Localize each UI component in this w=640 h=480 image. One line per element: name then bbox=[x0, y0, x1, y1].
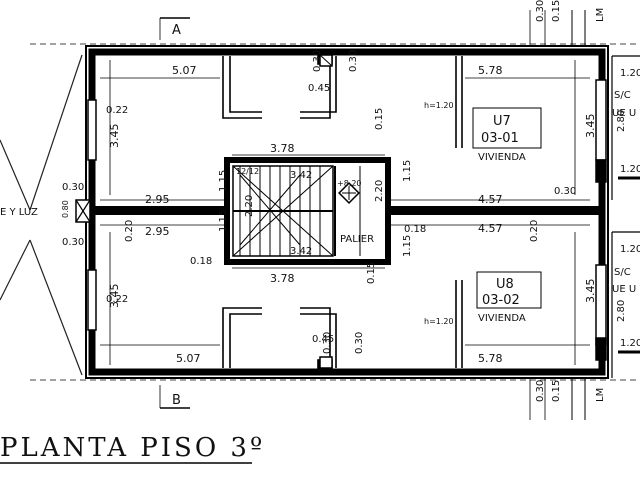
dim-core-top-015: 0.15 bbox=[374, 108, 385, 130]
dim-top-edge-015: 0.15 bbox=[551, 0, 562, 22]
unit-u7: U7 03-01 VIVIENDA bbox=[472, 107, 542, 163]
unit-u7-type: VIVIENDA bbox=[478, 152, 526, 163]
dim-right-height-bottom: 3.45 bbox=[584, 279, 597, 304]
lm-top-label: LM bbox=[595, 8, 606, 22]
dim-right-height-top: 3.45 bbox=[584, 114, 597, 139]
stair-landing-label: PALIER bbox=[340, 234, 374, 245]
unit-u8-number: 03-02 bbox=[482, 293, 520, 308]
right-label-6: S/C bbox=[614, 267, 631, 278]
dim-stair-offset-left: 0.18 bbox=[190, 256, 212, 267]
section-b-label: B bbox=[172, 393, 181, 408]
dim-shaft-top: 0.45 bbox=[308, 83, 330, 94]
dim-window-left-top: 0.22 bbox=[106, 105, 128, 116]
dim-top-right-width: 5.78 bbox=[478, 64, 503, 77]
right-label-4: 1.20 bbox=[620, 164, 640, 175]
stair-steps: 12/12 bbox=[236, 167, 259, 176]
lm-bottom-label: LM bbox=[595, 388, 606, 402]
dim-corridor-right-top: 4.57 bbox=[478, 193, 503, 206]
dim-stair-inner-bottom: 3.42 bbox=[290, 246, 312, 257]
unit-u8: U8 03-02 VIVIENDA bbox=[476, 271, 542, 324]
windows bbox=[87, 79, 607, 361]
dim-stair-run-left: 2.20 bbox=[244, 195, 255, 217]
stair-level: +8.20 bbox=[337, 179, 362, 188]
party-wall bbox=[75, 199, 602, 223]
dim-left-height-bottom: 3.45 bbox=[108, 284, 121, 309]
dim-corridor-right-bottom: 4.57 bbox=[478, 222, 503, 235]
window-height-top: h=1.20 bbox=[424, 101, 454, 110]
unit-u7-code: U7 bbox=[493, 114, 511, 129]
dim-corridor-left-bottom: 2.95 bbox=[145, 225, 170, 238]
unit-u8-code: U8 bbox=[496, 277, 514, 292]
dim-opening: 0.80 bbox=[61, 200, 70, 218]
right-label-8: 1.20 bbox=[620, 338, 640, 349]
dim-corridor-left-top: 2.95 bbox=[145, 193, 170, 206]
light-well-label: E Y LUZ bbox=[0, 207, 38, 218]
dim-top-edge-030: 0.30 bbox=[535, 0, 546, 22]
dim-bottom-right-width: 5.78 bbox=[478, 352, 503, 365]
dim-shaft-top-right: 0.30 bbox=[348, 50, 359, 72]
stair-core bbox=[224, 157, 391, 265]
dim-right-wall-top: 0.30 bbox=[554, 186, 576, 197]
dim-stair-left-top: 1.15 bbox=[218, 170, 229, 192]
section-a-label: A bbox=[172, 23, 181, 38]
dim-shaft-bottom-right: 0.30 bbox=[354, 332, 365, 354]
dim-right-window-top: 2.80 bbox=[616, 110, 627, 132]
unit-u8-type: VIVIENDA bbox=[478, 313, 526, 324]
interior-walls bbox=[222, 54, 463, 369]
right-label-1: 1.20 bbox=[620, 68, 640, 79]
dim-window-left-bottom: 0.22 bbox=[106, 294, 128, 305]
dim-core-bottom-015: 0.15 bbox=[366, 262, 377, 284]
dim-left-gap: 0.20 bbox=[124, 220, 135, 242]
dim-stair-right-bottom: 1.15 bbox=[402, 235, 413, 257]
dim-wall-thickness-bottom: 0.30 bbox=[62, 237, 84, 248]
dim-left-height-top: 3.45 bbox=[108, 124, 121, 149]
right-neighbour bbox=[611, 55, 640, 378]
dim-right-gap: 0.20 bbox=[529, 220, 540, 242]
dim-stair-left-bottom: 1.15 bbox=[218, 210, 229, 232]
section-markers bbox=[160, 17, 190, 409]
dim-stair-bottom: 3.78 bbox=[270, 272, 295, 285]
dim-bottom-edge-030: 0.30 bbox=[535, 380, 546, 402]
dim-shaft-bottom: 0.45 bbox=[312, 334, 334, 345]
dim-bottom-edge-015: 0.15 bbox=[551, 380, 562, 402]
dim-shaft-bottom-left: 0.30 bbox=[322, 332, 333, 354]
dim-wall-thickness-top: 0.30 bbox=[62, 182, 84, 193]
plan-title: PLANTA PISO 3º bbox=[0, 433, 265, 463]
dim-bottom-left-width: 5.07 bbox=[176, 352, 201, 365]
dim-stair-run-right: 2.20 bbox=[374, 180, 385, 202]
right-label-2: S/C bbox=[614, 90, 631, 101]
dim-stair-top: 3.78 bbox=[270, 142, 295, 155]
dim-stair-right-top: 1.15 bbox=[402, 160, 413, 182]
unit-u7-number: 03-01 bbox=[481, 131, 519, 146]
light-well-lines bbox=[0, 54, 83, 376]
right-label-5: 1.20 bbox=[620, 244, 640, 255]
dim-shaft-top-left: 0.30 bbox=[312, 50, 323, 72]
window-height-bottom: h=1.20 bbox=[424, 317, 454, 326]
dimension-lines bbox=[100, 10, 590, 420]
right-label-7: UE U bbox=[612, 284, 636, 295]
right-label-3: UE U bbox=[612, 108, 636, 119]
dim-top-left-width: 5.07 bbox=[172, 64, 197, 77]
dim-stair-inner-top: 3.42 bbox=[290, 170, 312, 181]
dim-right-window-bottom: 2.80 bbox=[616, 300, 627, 322]
dim-stair-offset-right: 0.18 bbox=[404, 224, 426, 235]
